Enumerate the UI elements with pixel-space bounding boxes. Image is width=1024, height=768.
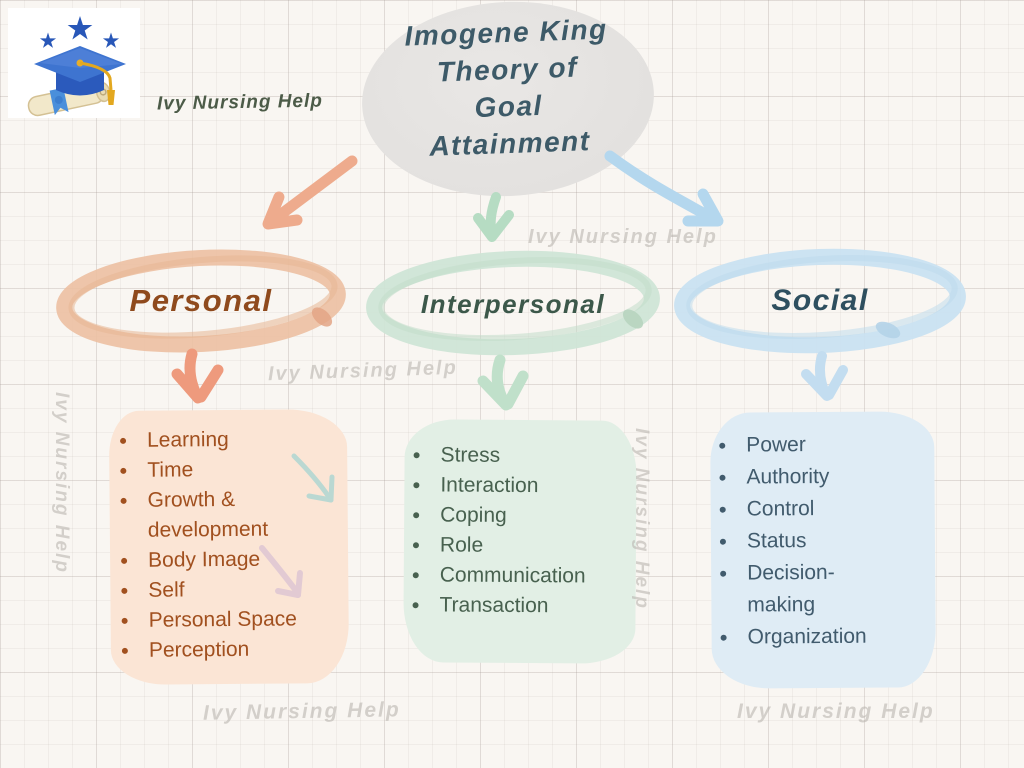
arrow-title-to-social-icon <box>604 150 724 227</box>
personal-list: Learning Time Growth & development Body … <box>109 409 326 666</box>
branch-label-personal: Personal <box>129 283 273 318</box>
watermark: Ivy Nursing Help <box>267 356 459 386</box>
social-down-arrow-icon <box>801 351 848 401</box>
watermark: Ivy Nursing Help <box>202 698 401 725</box>
list-item: Decision-making <box>739 557 889 622</box>
list-item: Personal Space <box>141 604 326 636</box>
arrow-title-to-interpersonal-icon <box>473 192 514 242</box>
social-panel: Power Authority Control Status Decision-… <box>710 411 936 689</box>
personal-panel: Learning Time Growth & development Body … <box>108 408 350 686</box>
list-item: Stress <box>432 440 627 471</box>
list-item: Authority <box>738 461 888 494</box>
branch-label-interpersonal: Interpersonal <box>420 289 606 319</box>
social-list: Power Authority Control Status Decision-… <box>710 412 890 654</box>
star-icon <box>67 16 93 40</box>
watermark: Ivy Nursing Help <box>631 428 652 610</box>
list-item: Role <box>432 530 627 561</box>
list-item: Coping <box>432 500 627 531</box>
star-icon <box>39 32 57 48</box>
mortarboard-icon <box>34 46 126 105</box>
watermark: Ivy Nursing Help <box>528 226 718 248</box>
list-item: Growth & development <box>139 484 325 546</box>
personal-down-arrow-icon <box>171 348 224 404</box>
branch-label-social: Social <box>771 284 869 317</box>
list-item: Communication <box>432 560 627 591</box>
interpersonal-panel: Stress Interaction Coping Role Communica… <box>403 419 637 664</box>
logo-card <box>8 8 140 118</box>
list-item: Power <box>738 429 888 462</box>
watermark: Ivy Nursing Help <box>737 700 935 723</box>
star-icon <box>102 32 120 48</box>
page-title: Imogene King Theory of Goal Attainment <box>358 9 659 167</box>
list-item: Interaction <box>432 470 627 501</box>
list-item: Organization <box>739 621 889 654</box>
interpersonal-list: Stress Interaction Coping Role Communica… <box>403 419 627 622</box>
watermark: Ivy Nursing Help <box>51 392 72 574</box>
list-item: Self <box>140 574 325 606</box>
list-item: Transaction <box>431 590 626 621</box>
list-item: Time <box>139 454 324 486</box>
list-item: Status <box>739 525 889 558</box>
list-item: Body Image <box>140 544 325 576</box>
list-item: Perception <box>141 634 326 666</box>
interpersonal-down-arrow-icon <box>477 354 529 411</box>
graduation-cap-logo-icon <box>27 16 126 117</box>
arrow-title-to-personal-icon <box>262 155 358 230</box>
list-item: Control <box>739 493 889 526</box>
brand-name: Ivy Nursing Help <box>156 90 324 115</box>
list-item: Learning <box>139 424 324 456</box>
